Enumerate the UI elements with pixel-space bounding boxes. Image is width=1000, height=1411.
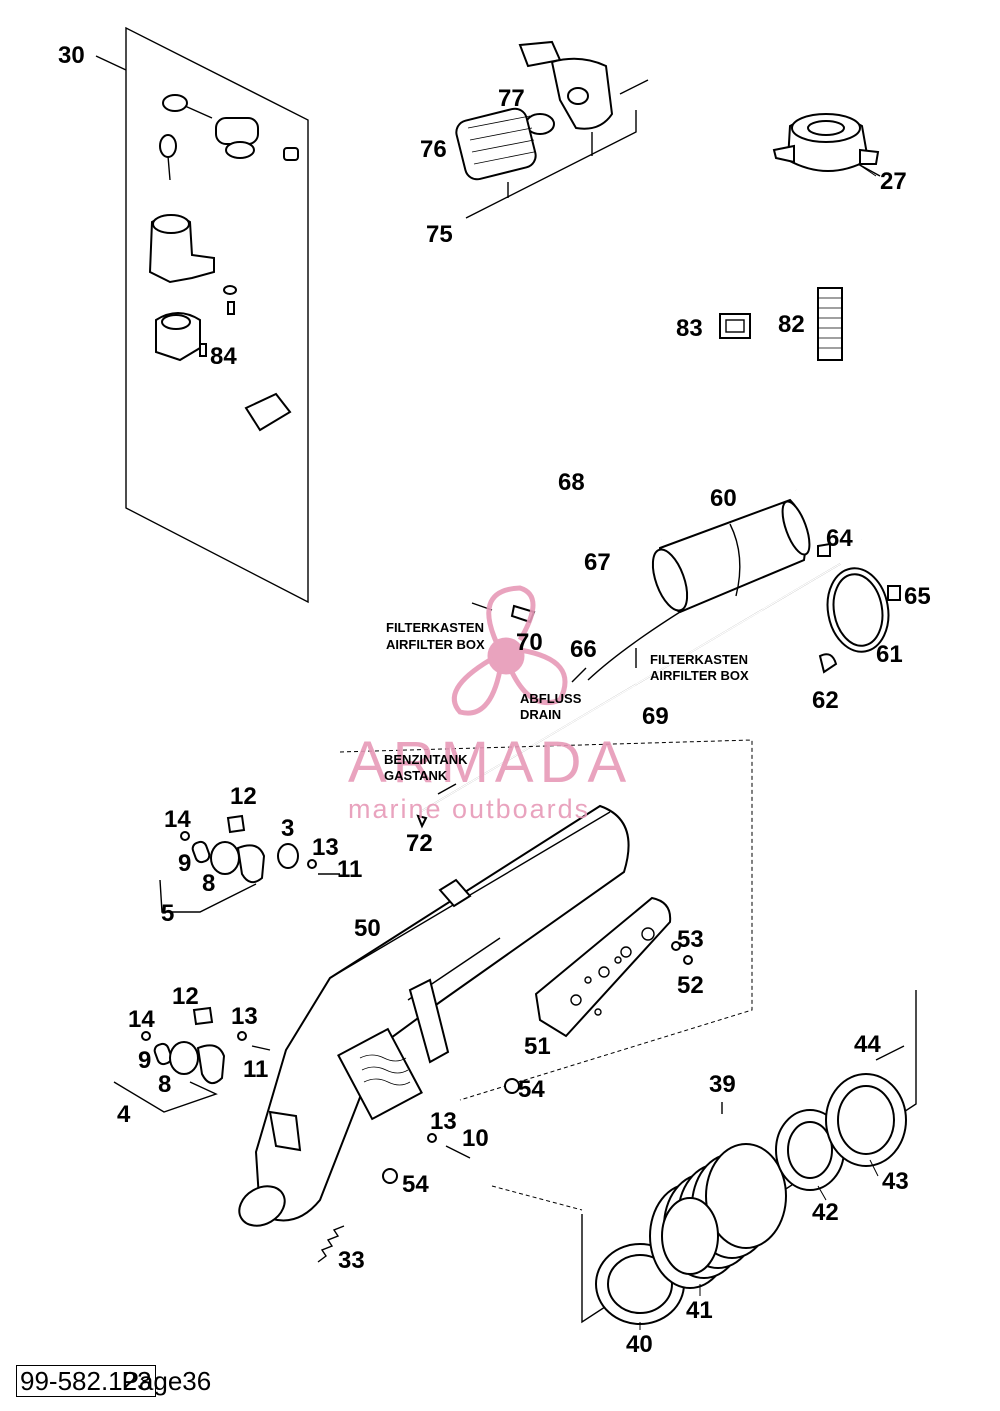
- ignition-lock-group: [95, 26, 309, 604]
- callout-62: 62: [812, 687, 839, 714]
- callout-14a: 14: [164, 806, 191, 833]
- mount-group-4: [113, 1006, 271, 1113]
- callout-30: 30: [58, 42, 85, 69]
- callout-27: 27: [880, 168, 907, 195]
- mount-group-5: [159, 814, 340, 913]
- note-filterkasten-left-2: AIRFILTER BOX: [386, 637, 485, 652]
- callout-83: 83: [676, 315, 703, 342]
- callout-9a: 9: [178, 850, 191, 877]
- lamp-group: [455, 40, 649, 219]
- callout-66: 66: [570, 636, 597, 663]
- callout-67: 67: [584, 549, 611, 576]
- callout-33: 33: [338, 1247, 365, 1274]
- callout-54a: 54: [518, 1076, 545, 1103]
- callout-52: 52: [677, 972, 704, 999]
- callout-13b: 13: [231, 1003, 258, 1030]
- callout-53: 53: [677, 926, 704, 953]
- callout-14b: 14: [128, 1006, 155, 1033]
- callout-84: 84: [210, 343, 237, 370]
- callout-68: 68: [558, 469, 585, 496]
- callout-4: 4: [117, 1101, 131, 1128]
- callout-42: 42: [812, 1199, 839, 1226]
- callout-40: 40: [626, 1331, 653, 1358]
- callout-5: 5: [161, 900, 174, 927]
- callout-64: 64: [826, 525, 853, 552]
- notes: FILTERKASTEN AIRFILTER BOX FILTERKASTEN …: [384, 620, 749, 783]
- callout-75: 75: [426, 221, 453, 248]
- callout-13c: 13: [430, 1108, 457, 1135]
- watermark-brand: ARMADA: [348, 730, 632, 795]
- callout-11a: 11: [337, 856, 362, 883]
- note-filterkasten-left-1: FILTERKASTEN: [386, 620, 484, 635]
- callout-numbers: 30 77 76 75 27 84 83 82 68 60 67 64 65 6…: [58, 42, 931, 1358]
- watermark: ARMADA marine outboards: [348, 585, 632, 824]
- callout-8a: 8: [202, 870, 215, 897]
- end-cap-group: [491, 990, 917, 1325]
- note-benzintank-2: GASTANK: [384, 768, 448, 783]
- callout-41: 41: [686, 1297, 713, 1324]
- note-filterkasten-right-1: FILTERKASTEN: [650, 652, 748, 667]
- callout-3: 3: [281, 815, 294, 842]
- callout-8b: 8: [158, 1071, 171, 1098]
- note-benzintank-1: BENZINTANK: [384, 752, 468, 767]
- diagram-code: 99-582.123: [16, 1365, 156, 1397]
- watermark-tagline: marine outboards: [348, 794, 590, 824]
- callout-70: 70: [516, 629, 543, 656]
- callout-65: 65: [904, 583, 931, 610]
- callout-54b: 54: [402, 1171, 429, 1198]
- callout-51: 51: [524, 1033, 551, 1060]
- callout-61: 61: [876, 641, 903, 668]
- callout-9b: 9: [138, 1047, 151, 1074]
- propeller-icon: [451, 585, 568, 716]
- leader-lines: [639, 163, 879, 1330]
- callout-12b: 12: [172, 983, 199, 1010]
- callout-76: 76: [420, 136, 447, 163]
- note-abfluss-2: DRAIN: [520, 707, 561, 722]
- callout-82: 82: [778, 311, 805, 338]
- callout-50: 50: [354, 915, 381, 942]
- note-abfluss-1: ABFLUSS: [520, 691, 582, 706]
- callout-39: 39: [709, 1071, 736, 1098]
- callout-12a: 12: [230, 783, 257, 810]
- callout-10: 10: [462, 1125, 489, 1152]
- parts-82-83: [719, 287, 843, 361]
- callout-69: 69: [642, 703, 669, 730]
- page-number: Page36: [121, 1366, 212, 1396]
- callout-77: 77: [498, 85, 525, 112]
- note-filterkasten-right-2: AIRFILTER BOX: [650, 668, 749, 683]
- callout-13a: 13: [312, 834, 339, 861]
- silencer-group: [238, 739, 753, 1263]
- callout-43: 43: [882, 1168, 909, 1195]
- page-footer: 99-582.123Page36: [16, 1365, 212, 1397]
- callout-44: 44: [854, 1031, 881, 1058]
- fuel-filter-group: [416, 440, 901, 829]
- callout-60: 60: [710, 485, 737, 512]
- part-27: [772, 113, 881, 177]
- callout-72: 72: [406, 830, 433, 857]
- callout-11b: 11: [243, 1056, 268, 1083]
